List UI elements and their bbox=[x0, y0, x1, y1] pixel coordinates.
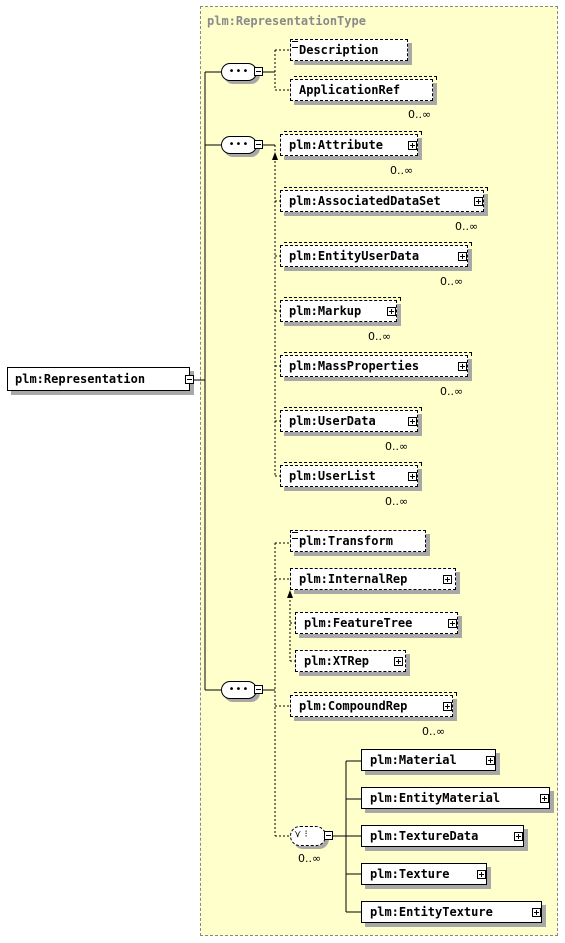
element-label: plm:EntityMaterial bbox=[370, 791, 501, 805]
cardinality-label: 0..∞ bbox=[385, 440, 409, 453]
expand-icon[interactable] bbox=[394, 657, 403, 666]
element-texture[interactable]: plm:Texture bbox=[361, 863, 487, 885]
documentation-icon bbox=[292, 532, 298, 539]
cardinality-label: 0..∞ bbox=[422, 725, 446, 738]
expand-icon[interactable] bbox=[408, 417, 417, 426]
element-label: Description bbox=[299, 43, 379, 57]
sequence-symbol: ••• bbox=[228, 684, 250, 695]
sequence-compositor-3[interactable]: ••• bbox=[221, 681, 257, 699]
expand-icon[interactable] bbox=[408, 472, 417, 481]
element-user-data[interactable]: plm:UserData bbox=[280, 407, 422, 432]
element-texture-data[interactable]: plm:TextureData bbox=[361, 825, 524, 847]
element-entity-texture[interactable]: plm:EntityTexture bbox=[361, 901, 542, 923]
expand-icon[interactable] bbox=[514, 832, 523, 841]
complex-type-title: plm:RepresentationType bbox=[207, 14, 366, 28]
cardinality-label: 0..∞ bbox=[390, 164, 414, 177]
element-transform[interactable]: plm:Transform bbox=[290, 530, 426, 552]
element-label: plm:InternalRep bbox=[299, 572, 408, 586]
root-element-label: plm:Representation bbox=[15, 372, 146, 386]
cardinality-label: 0..∞ bbox=[298, 852, 322, 865]
choice-symbol: ⋎ ⁝ bbox=[294, 829, 308, 840]
element-attribute[interactable]: plm:Attribute bbox=[280, 131, 422, 156]
element-mass-properties[interactable]: plm:MassProperties bbox=[280, 352, 472, 377]
cardinality-label: 0..∞ bbox=[408, 108, 432, 121]
sequence-compositor-1[interactable]: ••• bbox=[221, 63, 257, 81]
cardinality-label: 0..∞ bbox=[440, 385, 464, 398]
element-description[interactable]: Description bbox=[290, 39, 408, 61]
expand-icon[interactable] bbox=[408, 141, 417, 150]
element-label: plm:UserData bbox=[289, 414, 376, 428]
cardinality-label: 0..∞ bbox=[455, 220, 479, 233]
element-label: plm:CompoundRep bbox=[299, 699, 408, 713]
root-element-representation[interactable]: plm:Representation bbox=[7, 367, 194, 391]
sequence-2-collapse-icon[interactable] bbox=[254, 140, 263, 149]
sequence-1-collapse-icon[interactable] bbox=[254, 67, 263, 76]
element-label: ApplicationRef bbox=[299, 83, 401, 97]
expand-icon[interactable] bbox=[486, 756, 495, 765]
cardinality-label: 0..∞ bbox=[368, 330, 392, 343]
element-label: plm:EntityTexture bbox=[370, 905, 493, 919]
element-label: plm:MassProperties bbox=[289, 359, 420, 373]
element-application-ref[interactable]: ApplicationRef bbox=[290, 76, 437, 101]
element-label: plm:AssociatedDataSet bbox=[289, 194, 441, 208]
element-label: plm:Texture bbox=[370, 867, 450, 881]
element-label: plm:XTRep bbox=[304, 654, 370, 668]
element-compound-rep[interactable]: plm:CompoundRep bbox=[290, 692, 457, 717]
expand-icon[interactable] bbox=[540, 794, 549, 803]
expand-icon[interactable] bbox=[458, 362, 467, 371]
element-label: plm:UserList bbox=[289, 469, 376, 483]
cardinality-label: 0..∞ bbox=[440, 275, 464, 288]
element-label: plm:Markup bbox=[289, 304, 362, 318]
element-internal-rep[interactable]: plm:InternalRep bbox=[290, 568, 456, 590]
element-label: plm:EntityUserData bbox=[289, 249, 420, 263]
sequence-symbol: ••• bbox=[228, 139, 250, 150]
expand-icon[interactable] bbox=[443, 575, 452, 584]
element-material[interactable]: plm:Material bbox=[361, 749, 496, 771]
element-label: plm:TextureData bbox=[370, 829, 479, 843]
choice-collapse-icon[interactable] bbox=[324, 831, 333, 840]
expand-icon[interactable] bbox=[458, 252, 467, 261]
expand-icon[interactable] bbox=[443, 702, 452, 711]
expand-icon[interactable] bbox=[477, 870, 486, 879]
element-markup[interactable]: plm:Markup bbox=[280, 297, 401, 322]
element-label: plm:FeatureTree bbox=[304, 616, 413, 630]
expand-icon[interactable] bbox=[532, 908, 541, 917]
expand-icon[interactable] bbox=[387, 307, 396, 316]
element-entity-material[interactable]: plm:EntityMaterial bbox=[361, 787, 550, 809]
element-entity-user-data[interactable]: plm:EntityUserData bbox=[280, 242, 472, 267]
sequence-3-collapse-icon[interactable] bbox=[254, 685, 263, 694]
element-label: plm:Transform bbox=[299, 534, 393, 548]
element-label: plm:Material bbox=[370, 753, 457, 767]
element-xt-rep[interactable]: plm:XTRep bbox=[295, 650, 406, 672]
choice-compositor[interactable]: ⋎ ⁝ bbox=[290, 826, 326, 846]
element-associated-data-set[interactable]: plm:AssociatedDataSet bbox=[280, 187, 488, 212]
collapse-icon[interactable] bbox=[185, 375, 194, 384]
expand-icon[interactable] bbox=[448, 619, 457, 628]
sequence-symbol: ••• bbox=[228, 66, 250, 77]
element-user-list[interactable]: plm:UserList bbox=[280, 462, 422, 487]
cardinality-label: 0..∞ bbox=[385, 495, 409, 508]
element-label: plm:Attribute bbox=[289, 138, 383, 152]
sequence-compositor-2[interactable]: ••• bbox=[221, 136, 257, 154]
expand-icon[interactable] bbox=[474, 197, 483, 206]
element-feature-tree[interactable]: plm:FeatureTree bbox=[295, 612, 458, 634]
documentation-icon bbox=[292, 41, 298, 48]
